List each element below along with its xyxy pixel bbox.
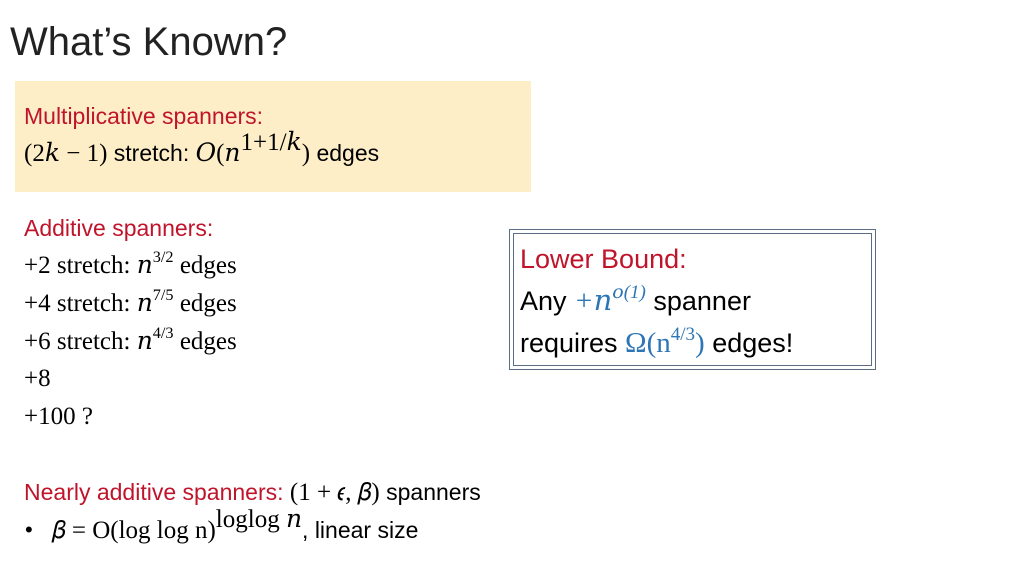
lower-bound-inner-border	[513, 233, 872, 366]
multiplicative-stretch-expr: (2𝑘 − 1)	[24, 140, 108, 167]
additive-stretch-label: +2 stretch:	[24, 252, 137, 279]
additive-edges-word: edges	[173, 252, 237, 279]
spanners-word: spanners	[379, 479, 481, 505]
additive-row-plus8: +8	[24, 365, 51, 392]
omega-exponent: 4/3	[670, 324, 696, 345]
additive-row-plus2: +2 stretch: 𝑛3/2 edges	[24, 247, 237, 281]
edges-exclaim: edges!	[704, 328, 794, 358]
multiplicative-highlight-box	[15, 81, 531, 192]
bullet-icon: •	[25, 517, 33, 542]
additive-stretch-label: +4 stretch:	[24, 290, 137, 317]
additive-base: 𝑛	[136, 252, 153, 279]
multiplicative-bound-line: (2𝑘 − 1) stretch: 𝑂(𝑛1+1/𝑘) edges	[24, 130, 380, 169]
beta-bound-line: 𝛽 = O(log log n)loglog 𝑛, linear size	[52, 507, 419, 546]
lower-bound-line-requires: requires Ω(n4/3) edges!	[520, 324, 793, 362]
additive-exponent: 7/5	[152, 285, 174, 304]
nearly-additive-params: (1 + 𝜖, 𝛽)	[289, 479, 380, 506]
linear-size-suffix: , linear size	[302, 517, 419, 543]
bound-close: )	[301, 140, 311, 167]
stretch-word: stretch:	[107, 140, 196, 166]
additive-row-plus100: +100 ?	[24, 403, 93, 430]
additive-edges-word: edges	[173, 290, 237, 317]
lower-bound-heading: Lower Bound:	[520, 244, 687, 274]
slide-title: What’s Known?	[10, 20, 288, 64]
additive-base: 𝑛	[136, 328, 153, 355]
edges-word: edges	[310, 140, 380, 166]
additive-heading: Additive spanners:	[24, 215, 214, 241]
additive-edges-word: edges	[173, 328, 237, 355]
spanner-base: +𝑛	[574, 285, 613, 317]
beta-exponent: loglog 𝑛	[215, 506, 303, 534]
multiplicative-heading: Multiplicative spanners:	[24, 103, 264, 129]
bound-exponent: 1+1/𝑘	[240, 129, 302, 157]
additive-stretch-label: +6 stretch:	[24, 328, 137, 355]
additive-base: 𝑛	[136, 290, 153, 317]
additive-row-plus4: +4 stretch: 𝑛7/5 edges	[24, 285, 237, 319]
beta-expression: 𝛽 = O(log log n)	[52, 517, 216, 544]
any-word: Any	[520, 286, 575, 316]
omega-base: Ω(n	[625, 327, 671, 359]
lower-bound-box: Lower Bound: Any +𝑛𝑜(1) spanner requires…	[509, 229, 876, 370]
bound-base: 𝑂(𝑛	[195, 140, 241, 167]
requires-word: requires	[520, 328, 626, 358]
spanner-word: spanner	[645, 286, 751, 316]
lower-bound-line-any: Any +𝑛𝑜(1) spanner	[520, 282, 751, 320]
additive-exponent: 4/3	[152, 323, 174, 342]
omega-close: )	[695, 327, 705, 359]
nearly-additive-line: Nearly additive spanners: (1 + 𝜖, 𝛽) spa…	[24, 477, 481, 508]
additive-row-plus6: +6 stretch: 𝑛4/3 edges	[24, 323, 237, 357]
nearly-additive-heading: Nearly additive spanners:	[24, 479, 290, 505]
spanner-exponent: 𝑜(1)	[612, 282, 646, 303]
additive-exponent: 3/2	[152, 247, 174, 266]
